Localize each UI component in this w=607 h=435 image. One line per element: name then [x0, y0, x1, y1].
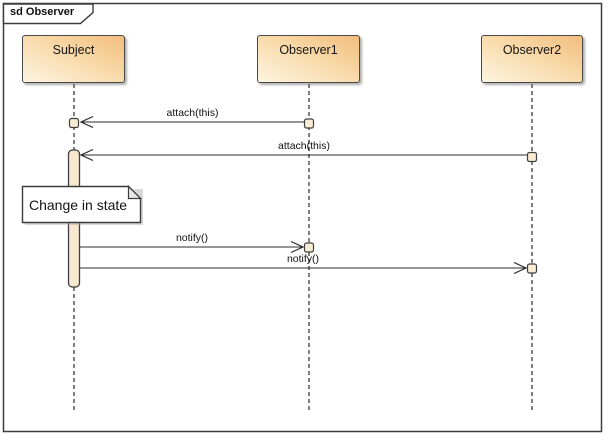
- open-arrowhead-notify1: [290, 240, 305, 254]
- frame-title: sd Observer: [10, 6, 75, 18]
- endpoint-square-observer1-notify1: [303, 242, 315, 253]
- endpoint-square-observer1-attach1: [303, 118, 315, 129]
- open-arrowhead-attach2: [79, 148, 94, 162]
- message-label-attach1: attach(this): [166, 107, 219, 119]
- lifeline-label-observer1: Observer1: [279, 43, 338, 57]
- endpoint-square-subject-attach1: [68, 117, 80, 129]
- lifeline-head-subject[interactable]: Subject: [22, 35, 125, 83]
- message-label-attach2: attach(this): [278, 140, 330, 152]
- lifeline-head-observer1[interactable]: Observer1: [257, 35, 360, 83]
- open-arrowhead-attach1: [79, 115, 94, 129]
- lifeline-label-subject: Subject: [52, 43, 95, 57]
- open-arrowhead-notify2: [513, 261, 528, 275]
- endpoint-square-observer2-attach2: [526, 151, 538, 163]
- note-shape[interactable]: [21, 185, 142, 224]
- lifeline-label-observer2: Observer2: [502, 43, 562, 57]
- note-text: Change in state: [29, 197, 128, 213]
- note-fold-corner: [127, 185, 142, 200]
- message-label-notify1: notify(): [175, 232, 209, 244]
- frame-name-tab: [2, 3, 94, 25]
- endpoint-square-observer2-notify2: [526, 263, 538, 274]
- message-label-notify2: notify(): [286, 253, 320, 265]
- lifeline-head-observer2[interactable]: Observer2: [481, 35, 583, 83]
